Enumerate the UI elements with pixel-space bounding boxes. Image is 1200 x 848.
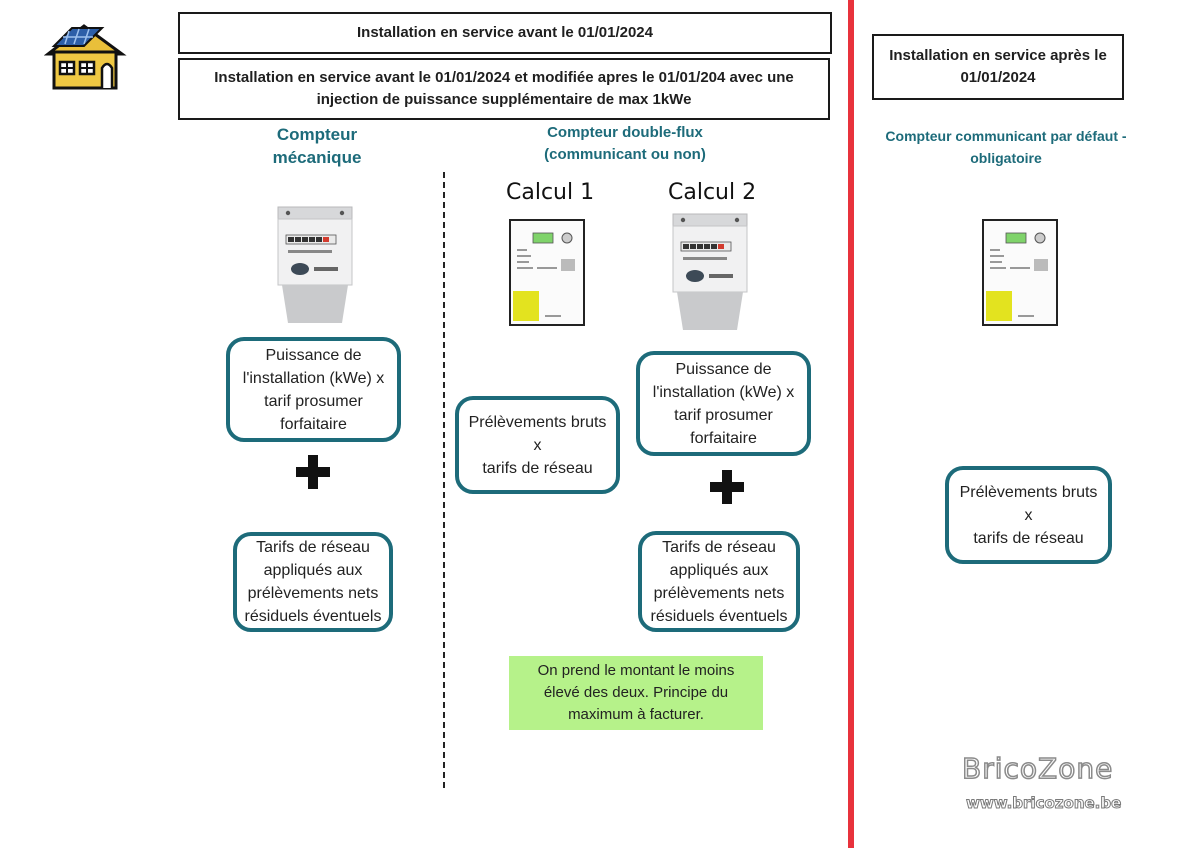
calc-1-label: Calcul 1 [506, 180, 595, 205]
header-box-modified: Installation en service avant le 01/01/2… [178, 58, 830, 120]
heading-communicating-meter: Compteur communicant par défaut - obliga… [885, 128, 1127, 166]
mechanical-meter-icon [277, 206, 353, 323]
mechanical-meter-icon [672, 213, 748, 330]
red-column-separator [848, 0, 854, 848]
box-calc2-network: Tarifs de réseau appliqués aux prélèveme… [638, 531, 800, 632]
digital-meter-icon [509, 219, 585, 326]
conclusion-note: On prend le montant le moins élevé des d… [509, 656, 763, 730]
calc-2-label: Calcul 2 [668, 180, 757, 205]
box-mechanical-network: Tarifs de réseau appliqués aux prélèveme… [233, 532, 393, 632]
box-communicating-gross-withdrawals: Prélèvements bruts x tarifs de réseau [945, 466, 1112, 564]
plus-icon [296, 455, 330, 489]
plus-icon [710, 470, 744, 504]
box-mechanical-formula: Puissance de l'installation (kWe) x tari… [226, 337, 401, 442]
house-solar-icon [44, 24, 127, 90]
digital-meter-icon [982, 219, 1058, 326]
brand-logo: BricoZone [961, 751, 1114, 786]
brand-url: www.bricozone.be [965, 794, 1122, 813]
box-calc1-gross-withdrawals: Prélèvements bruts x tarifs de réseau [455, 396, 620, 494]
heading-mechanical-meter: Compteur mécanique [272, 125, 362, 167]
header-box-before-2024: Installation en service avant le 01/01/2… [178, 12, 832, 54]
dashed-column-separator [443, 172, 445, 788]
header-box-after-2024: Installation en service après le 01/01/2… [872, 34, 1124, 100]
heading-double-flux-meter: Compteur double-flux (communicant ou non… [544, 124, 706, 163]
box-calc2-formula: Puissance de l'installation (kWe) x tari… [636, 351, 811, 456]
